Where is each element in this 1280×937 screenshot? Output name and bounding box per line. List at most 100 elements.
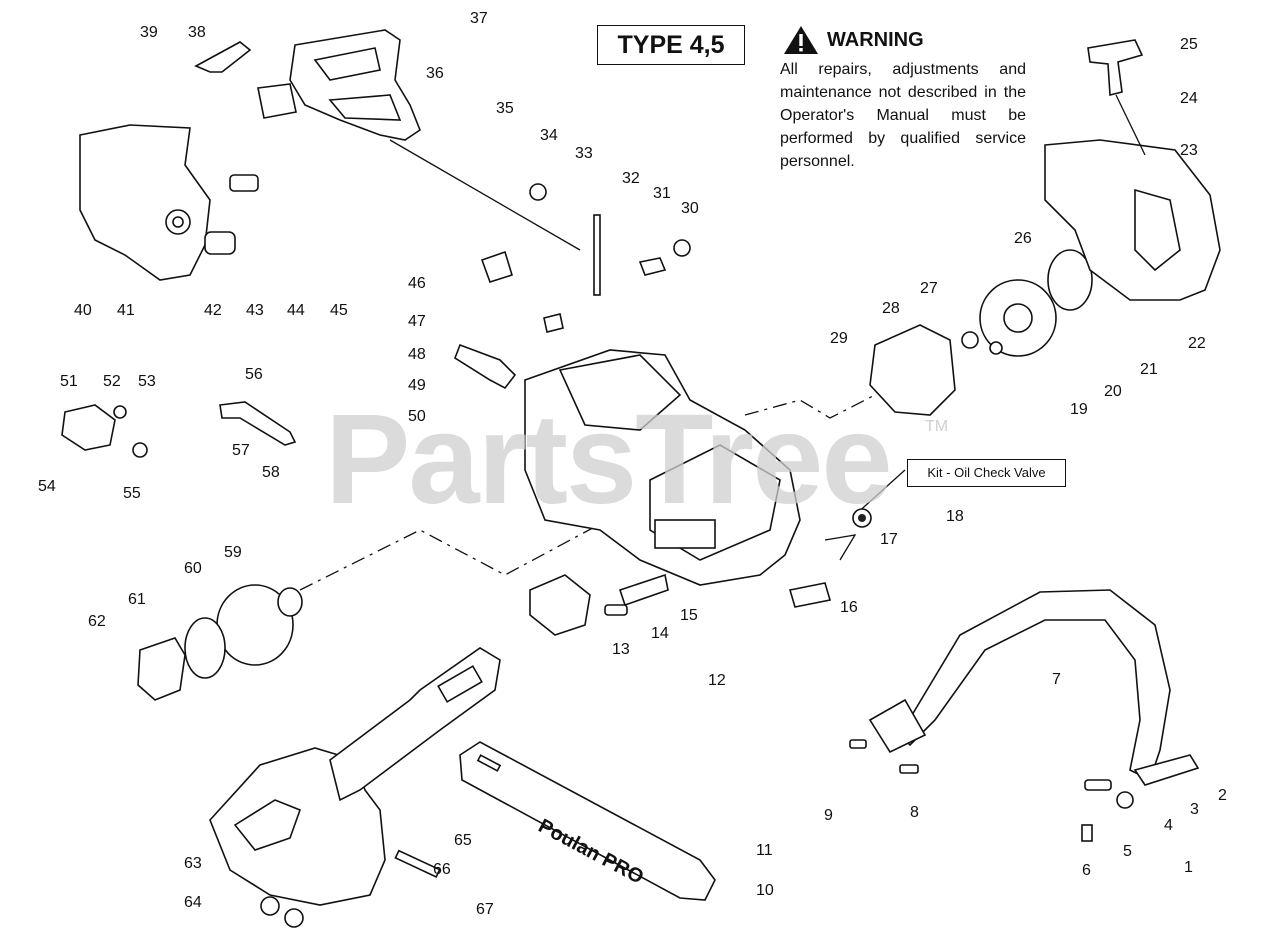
part-number[interactable]: 29 [830,330,848,347]
part-number[interactable]: 49 [408,377,426,394]
part-number[interactable]: 34 [540,127,558,144]
part-number[interactable]: 37 [470,10,488,27]
part-number[interactable]: 3 [1190,801,1199,818]
type-label: TYPE 4,5 [597,25,745,65]
part-fuel-cap [638,239,691,276]
part-number[interactable]: 20 [1104,383,1122,400]
part-number[interactable]: 10 [756,882,774,899]
part-number[interactable]: 63 [184,855,202,872]
part-number[interactable]: 64 [184,894,202,911]
part-nuts-64 [260,896,304,928]
part-number[interactable]: 26 [1014,230,1032,247]
part-number[interactable]: 15 [680,607,698,624]
part-number[interactable]: 38 [188,24,206,41]
part-number[interactable]: 12 [708,672,726,689]
part-switch [257,83,297,119]
part-number[interactable]: 18 [946,508,964,525]
part-number[interactable]: 44 [287,302,305,319]
part-number[interactable]: 58 [262,464,280,481]
part-oil-check-valve [852,508,872,528]
part-number[interactable]: 13 [612,641,630,658]
part-number[interactable]: 1 [1184,859,1193,876]
part-number[interactable]: 66 [433,861,451,878]
part-flywheel [979,279,1057,357]
part-number[interactable]: 61 [128,591,146,608]
part-number[interactable]: 57 [232,442,250,459]
part-number[interactable]: 24 [1180,90,1198,107]
leader-kit-oil-check-valve [854,469,906,516]
part-number[interactable]: 35 [496,100,514,117]
part-clip [543,313,564,333]
part-number[interactable]: 4 [1164,817,1173,834]
part-number[interactable]: 11 [756,842,773,859]
part-number[interactable]: 21 [1140,361,1158,378]
part-number[interactable]: 52 [103,373,121,390]
part-number[interactable]: 43 [246,302,264,319]
part-number[interactable]: 42 [204,302,222,319]
part-number[interactable]: 62 [88,613,106,630]
part-number[interactable]: 65 [454,832,472,849]
part-screw-8 [899,764,919,774]
part-number[interactable]: 14 [651,625,669,642]
part-oil-pump [61,404,148,458]
part-bushing [204,231,236,255]
part-number[interactable]: 67 [476,901,494,918]
part-engine-housing [524,349,801,586]
part-adjuster-65 [394,849,441,878]
part-number[interactable]: 47 [408,313,426,330]
part-clutch-drum [216,584,303,666]
part-spring-16 [788,582,832,608]
part-trigger [194,41,252,73]
part-number[interactable]: 5 [1123,843,1132,860]
part-number[interactable]: 36 [426,65,444,82]
watermark: PartsTree [325,388,892,531]
part-number[interactable]: 23 [1180,142,1198,159]
part-number[interactable]: 19 [1070,401,1088,418]
assembly-line-flywheel [744,394,876,419]
part-number[interactable]: 40 [74,302,92,319]
part-number[interactable]: 7 [1052,671,1061,688]
warning-triangle-icon [784,26,818,54]
part-number[interactable]: 51 [60,373,78,390]
part-number[interactable]: 56 [245,366,263,383]
part-number[interactable]: 54 [38,478,56,495]
part-rear-handle [289,29,421,141]
part-number[interactable]: 60 [184,560,202,577]
part-number[interactable]: 2 [1218,787,1227,804]
part-bracket [618,573,669,607]
part-cap-33 [529,183,547,201]
part-number[interactable]: 41 [117,302,135,319]
kit-oil-check-valve-callout[interactable]: Kit - Oil Check Valve [907,459,1066,487]
part-screw-9 [849,739,867,749]
part-number[interactable]: 31 [653,185,671,202]
part-number[interactable]: 32 [622,170,640,187]
part-number[interactable]: 33 [575,145,593,162]
part-number[interactable]: 53 [138,373,156,390]
part-handle-housing [79,124,211,281]
part-number[interactable]: 25 [1180,36,1198,53]
part-number[interactable]: 27 [920,280,938,297]
part-number[interactable]: 59 [224,544,242,561]
part-number[interactable]: 48 [408,346,426,363]
part-screw-13 [604,604,628,616]
part-number[interactable]: 6 [1082,862,1091,879]
part-number[interactable]: 28 [882,300,900,317]
warning-body: All repairs, adjustments and maintenance… [780,61,1026,170]
part-starter-housing [1044,139,1221,301]
part-number[interactable]: 50 [408,408,426,425]
part-number[interactable]: 30 [681,200,699,217]
part-number[interactable]: 46 [408,275,426,292]
part-number[interactable]: 8 [910,804,919,821]
part-number[interactable]: 16 [840,599,858,616]
part-number[interactable]: 17 [880,531,898,548]
part-number[interactable]: 39 [140,24,158,41]
part-spring [229,174,259,192]
part-guide-bar [459,741,716,901]
part-number[interactable]: 9 [824,807,833,824]
part-bolt-48 [454,343,517,390]
part-bolts-1-6 [1081,779,1134,842]
part-number[interactable]: 22 [1188,335,1206,352]
part-number[interactable]: 45 [330,302,348,319]
part-number[interactable]: 55 [123,485,141,502]
